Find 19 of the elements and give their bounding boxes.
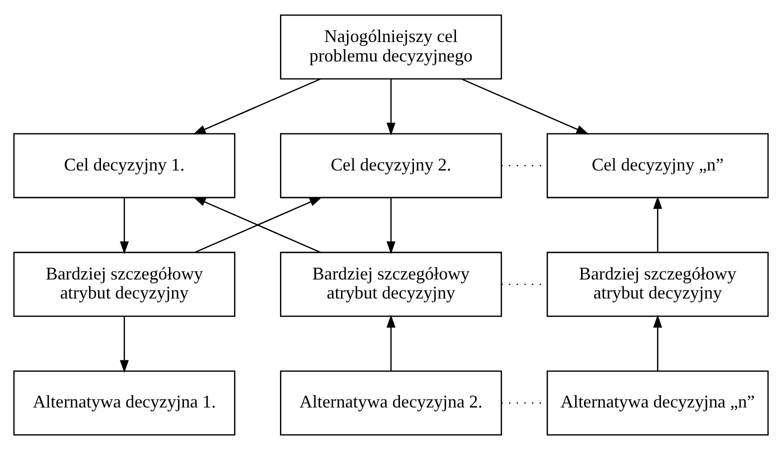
arrow <box>653 314 662 370</box>
arrow <box>120 198 129 254</box>
node-box: Bardziej szczegółowy atrybut decyzyjny <box>280 251 502 316</box>
arrow <box>386 198 396 254</box>
arrow <box>653 196 662 252</box>
node-box: Alternatywa decyzyjna 2. <box>280 370 502 436</box>
arrow <box>192 78 321 134</box>
node-box: Cel decyzyjny 1. <box>13 132 236 198</box>
node-box: Cel decyzyjny 2. <box>280 132 502 198</box>
arrow <box>120 316 129 372</box>
node-box: Bardziej szczegółowy atrybut decyzyjny <box>546 251 769 316</box>
arrow <box>386 78 396 136</box>
arrow <box>461 78 590 134</box>
node-box: Alternatywa decyzyjna 1. <box>13 370 236 436</box>
node-box: Cel decyzyjny „n” <box>546 132 769 198</box>
node-box: Alternatywa decyzyjna „n” <box>546 370 769 436</box>
arrow <box>386 314 396 370</box>
node-box: Najogólniejszy cel problemu decyzyjnego <box>280 14 502 80</box>
node-box: Bardziej szczegółowy atrybut decyzyjny <box>13 251 236 316</box>
